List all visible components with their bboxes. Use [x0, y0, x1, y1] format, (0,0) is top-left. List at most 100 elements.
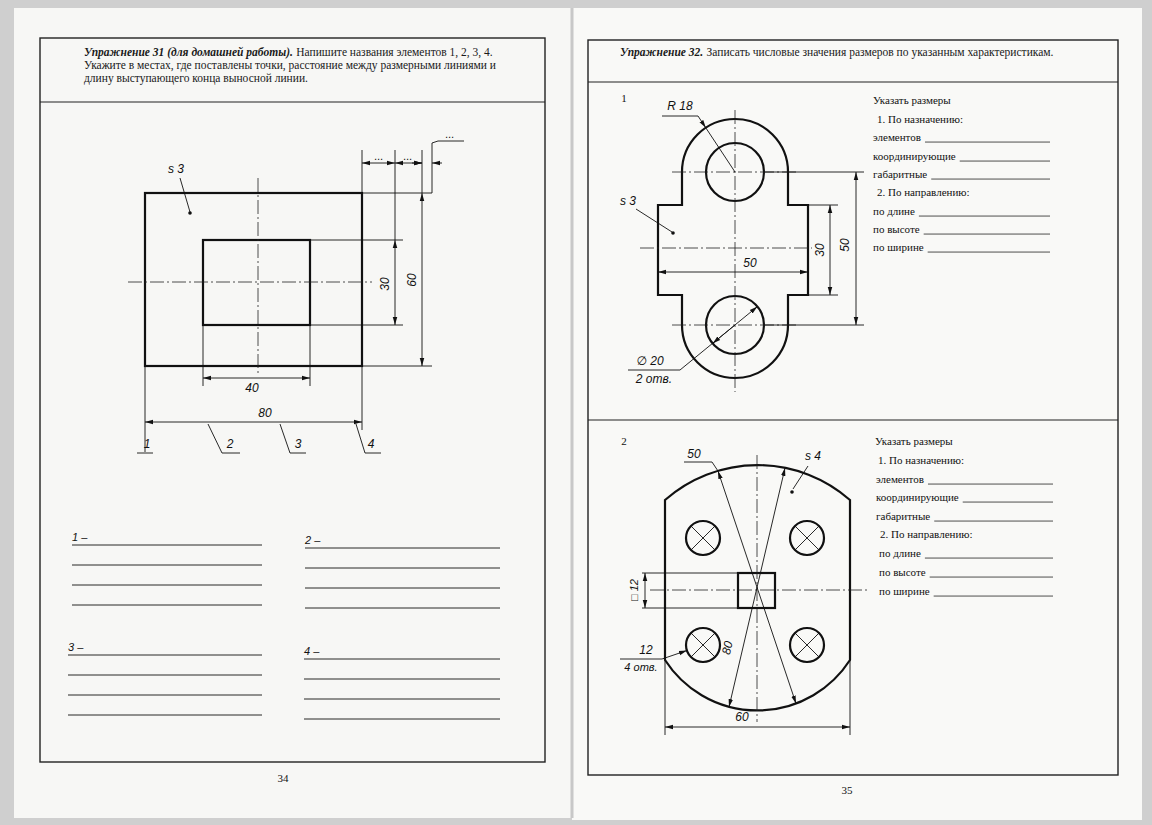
- plate-drawing-stroke: [203, 240, 310, 325]
- plate-drawing-stroke: [310, 325, 311, 386]
- plate-drawing-stroke: [362, 193, 432, 194]
- dimension-label: s 4: [805, 450, 821, 463]
- plate-drawing-stroke: [432, 143, 433, 193]
- worksheet-text: габаритные: [873, 168, 927, 180]
- answer-lines-stroke: [304, 679, 500, 680]
- plate-drawing-stroke: [203, 378, 310, 379]
- dimension-label: ...: [445, 128, 454, 140]
- plate-drawing-stroke: [310, 325, 403, 326]
- flange-part-drawing-stroke: [665, 660, 666, 735]
- flange-part-drawing-stroke: [793, 466, 808, 489]
- answer-lines-stroke: [68, 715, 262, 716]
- bracket-part-drawing-stroke: [658, 272, 808, 273]
- plate-drawing-stroke: [356, 424, 381, 453]
- bracket-part-drawing-stroke: [706, 128, 735, 172]
- plate-drawing-stroke: [310, 240, 403, 241]
- answer-lines-stroke: [304, 719, 500, 720]
- answer-blank-line: [919, 216, 1050, 217]
- bracket-part-drawing-stroke: [636, 209, 672, 232]
- header-box: Упражнение 31 (для домашней работы).Напи…: [84, 46, 504, 85]
- plate-drawing-stroke: [395, 240, 396, 325]
- header-box: Упражнение 32. Записать числовые значения…: [620, 46, 1090, 59]
- dimension-label: 4 –: [304, 645, 319, 657]
- page-number: 1: [621, 92, 627, 104]
- answer-lines-stroke: [305, 608, 500, 609]
- answer-lines-stroke: [72, 605, 262, 606]
- answer-blank-line: [925, 558, 1053, 559]
- flange-part-drawing-stroke: [642, 608, 738, 609]
- dimension-label: ∅ 20: [636, 355, 663, 368]
- page-frame: [40, 38, 1118, 775]
- flange-part-drawing-stroke: [645, 573, 646, 608]
- worksheet-text: координирующие: [876, 491, 959, 503]
- worksheet-text: 1. По назначению:: [878, 454, 964, 466]
- plate-drawing-stroke: [422, 193, 423, 366]
- bracket-part-drawing-stroke: [680, 307, 757, 370]
- bracket-part-drawing-stroke: [856, 172, 857, 325]
- dimension-label: 1 –: [72, 531, 87, 543]
- answer-blank-line: [934, 521, 1053, 522]
- plate-drawing-stroke: [208, 424, 240, 453]
- plate-drawing-stroke: [422, 150, 423, 193]
- answer-lines-stroke: [304, 659, 500, 660]
- bracket-part-drawing-stroke: [808, 205, 838, 206]
- answer-lines-stroke: [72, 545, 262, 546]
- page-sheet-stroke: [572, 8, 1142, 820]
- bracket-part-drawing-stroke: [765, 325, 864, 326]
- flange-part-drawing-stroke: [850, 660, 851, 735]
- answer-blank-line: [960, 161, 1050, 162]
- page-sheet-stroke: [571, 8, 574, 818]
- exercise-heading: Упражнение 32.: [620, 46, 703, 58]
- worksheet-text: по высоте: [879, 566, 926, 578]
- dimension-label: 40: [245, 382, 258, 395]
- answer-blank-lines: [919, 142, 1053, 596]
- dimension-label: R 18: [667, 100, 692, 113]
- answer-lines-stroke: [72, 585, 262, 586]
- answer-lines-stroke: [72, 565, 262, 566]
- answer-lines-stroke: [68, 675, 262, 676]
- answer-lines-stroke: [305, 548, 500, 549]
- dimension-label: s 3: [168, 163, 184, 176]
- worksheet-text: габаритные: [876, 510, 930, 522]
- flange-part-drawing-stroke: [691, 526, 819, 657]
- answer-blank-line: [928, 484, 1053, 485]
- bracket-part-drawing-stroke: [640, 248, 812, 249]
- plate-drawing-stroke: [128, 282, 372, 283]
- answer-blank-line: [924, 234, 1050, 235]
- bracket-part-drawing-stroke: [808, 295, 838, 296]
- dimension-label: 1: [144, 438, 151, 451]
- worksheet-text: элементов: [873, 131, 921, 143]
- dimension-label: 50: [687, 448, 700, 461]
- flange-part-drawing-stroke: [684, 462, 718, 471]
- exercise-heading: Упражнение 31 (для домашней работы).: [84, 46, 293, 58]
- bracket-part-drawing-stroke: [830, 205, 831, 295]
- dimension-label: □ 12: [628, 579, 640, 601]
- dimension-label: 2: [227, 438, 234, 451]
- dimension-label: 4 отв.: [624, 661, 657, 673]
- worksheet-text: Указать размеры: [873, 94, 951, 106]
- answer-lines: [68, 545, 500, 719]
- answer-blank-line: [931, 179, 1050, 180]
- answer-lines-stroke: [304, 699, 500, 700]
- answer-blank-line: [925, 142, 1050, 143]
- dimension-label: 50: [839, 238, 852, 251]
- dimension-label: 30: [379, 277, 392, 290]
- page-frame-stroke: [588, 40, 1118, 775]
- flange-part-drawing-stroke: [665, 727, 850, 728]
- exercise-text: Записать числовые значения размеров по у…: [707, 46, 1054, 58]
- answer-blank-line: [963, 502, 1053, 503]
- bracket-part-drawing-stroke: [671, 231, 675, 235]
- dimension-label: 2 отв.: [636, 373, 672, 386]
- plate-drawing-stroke: [432, 163, 442, 164]
- bracket-part-drawing: [628, 110, 864, 392]
- page-sheet-stroke: [14, 8, 572, 818]
- answer-blank-line: [930, 577, 1053, 578]
- page-sheet: [14, 8, 1142, 820]
- bracket-part-drawing-stroke: [713, 325, 735, 343]
- page-number: 2: [621, 435, 627, 447]
- dimension-label: 50: [743, 257, 756, 270]
- page-number: 34: [278, 772, 289, 784]
